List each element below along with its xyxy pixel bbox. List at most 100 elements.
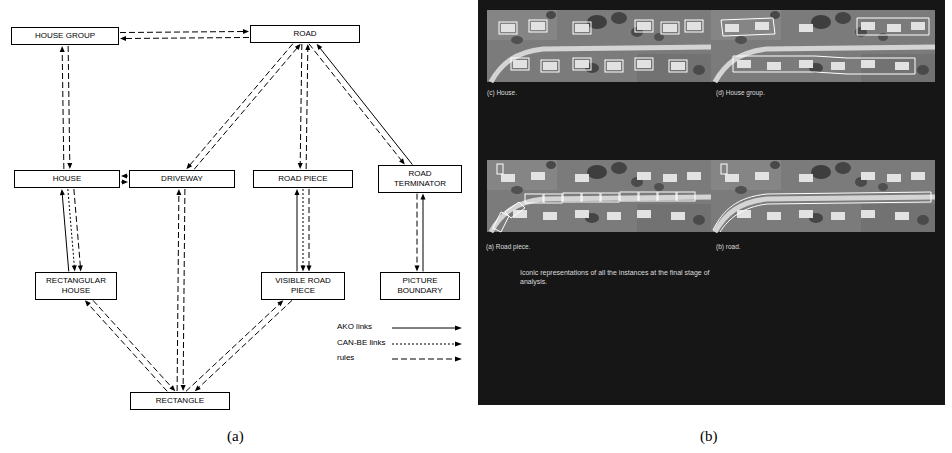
figure-detail: [669, 60, 687, 72]
arrowhead: [277, 300, 283, 306]
photo-caption: (d) House group.: [716, 89, 916, 98]
connector: [295, 189, 300, 271]
connector: [85, 300, 167, 391]
road-piece-overlay: [493, 164, 695, 232]
figure-detail: [541, 60, 559, 72]
panel-label: (b): [700, 426, 740, 446]
connector: [309, 44, 405, 165]
connector-line: [309, 44, 402, 161]
connector: [93, 300, 175, 391]
connector: [120, 29, 249, 34]
arrowhead: [455, 326, 462, 331]
arrowhead: [415, 265, 420, 271]
road-overlay: [713, 164, 931, 232]
arrowhead: [317, 44, 323, 50]
concept-box: HOUSE GROUP: [11, 27, 119, 45]
arrowhead: [122, 180, 128, 185]
connector: [194, 44, 300, 169]
connector: [121, 180, 128, 185]
connector-line: [320, 48, 413, 165]
box-label: PICTURE BOUNDARY: [385, 276, 455, 295]
connector: [307, 189, 312, 271]
connector-line: [177, 194, 179, 391]
arrowhead: [243, 29, 249, 34]
connector: [195, 300, 292, 391]
connector: [67, 46, 72, 169]
figure-detail: [721, 18, 775, 36]
legend-label: rules: [337, 353, 354, 363]
photo-caption: (a) Road piece.: [486, 243, 686, 252]
connector: [60, 46, 65, 169]
arrowhead: [195, 385, 201, 391]
connector-line: [62, 194, 69, 271]
connector: [120, 36, 249, 41]
connector-line: [68, 189, 75, 266]
figure-detail: [511, 58, 529, 70]
connector-line: [120, 32, 244, 33]
connector: [121, 174, 128, 179]
connector: [181, 189, 186, 391]
figure-detail: [685, 20, 703, 32]
arrowhead: [169, 385, 175, 391]
box-label: ROAD PIECE: [258, 174, 348, 184]
connector-line: [194, 48, 297, 170]
figure-detail: [544, 194, 562, 203]
connector-line: [186, 304, 280, 392]
connector-line: [303, 189, 304, 266]
figure-detail: [635, 58, 653, 70]
concept-box: ROAD TERMINATOR: [378, 165, 462, 192]
figure-detail: [601, 193, 619, 202]
arrowhead: [298, 163, 303, 169]
connector-line: [306, 49, 308, 169]
figure-detail: [721, 164, 727, 174]
arrowhead: [295, 189, 300, 195]
arrowhead: [455, 342, 462, 347]
arrowhead: [455, 357, 462, 362]
connector: [186, 300, 283, 391]
figure-detail: [658, 192, 676, 201]
figure-detail: [497, 164, 503, 174]
aerial-image: [487, 160, 711, 232]
arrowhead: [176, 189, 181, 195]
figure-detail: [639, 192, 657, 201]
arrowhead: [60, 46, 65, 52]
figure-detail: [529, 20, 547, 32]
concept-box: ROAD PIECE: [253, 170, 353, 188]
concept-box: HOUSE: [14, 170, 120, 188]
concept-box: RECTANGLE: [130, 392, 230, 410]
arrowhead: [72, 265, 77, 271]
figure-detail: [620, 192, 638, 201]
connector: [60, 189, 69, 271]
box-label: HOUSE GROUP: [16, 31, 114, 41]
connector-line: [300, 44, 302, 164]
connector: [415, 194, 420, 272]
arrowhead: [120, 36, 126, 41]
connector: [186, 44, 292, 169]
box-label: DRIVEWAY: [134, 174, 230, 184]
connector-line: [74, 189, 81, 266]
connector-line: [183, 189, 185, 386]
figure-detail: [713, 192, 931, 232]
connector: [305, 44, 310, 169]
arrowhead: [121, 174, 127, 179]
figure-detail: [605, 60, 623, 72]
legend-label: AKO links: [337, 322, 372, 332]
aerial-image: [711, 160, 935, 232]
connector: [421, 194, 426, 272]
aerial-image: [487, 10, 711, 82]
photo-caption: (b) road.: [716, 243, 916, 252]
connector: [317, 44, 413, 165]
aerial-photo-panel: [478, 0, 945, 405]
box-label: RECTANGLE: [135, 396, 225, 406]
photo-caption: Iconic representations of all the instan…: [520, 268, 735, 287]
connector-line: [297, 194, 298, 271]
concept-box: VISIBLE ROAD PIECE: [261, 272, 345, 299]
arrowhead: [85, 300, 91, 306]
house-overlay: [499, 20, 703, 72]
can-be-sample-line: [392, 344, 455, 345]
connector-line: [62, 51, 64, 169]
box-label: ROAD: [255, 29, 355, 39]
connector-line: [309, 189, 310, 266]
